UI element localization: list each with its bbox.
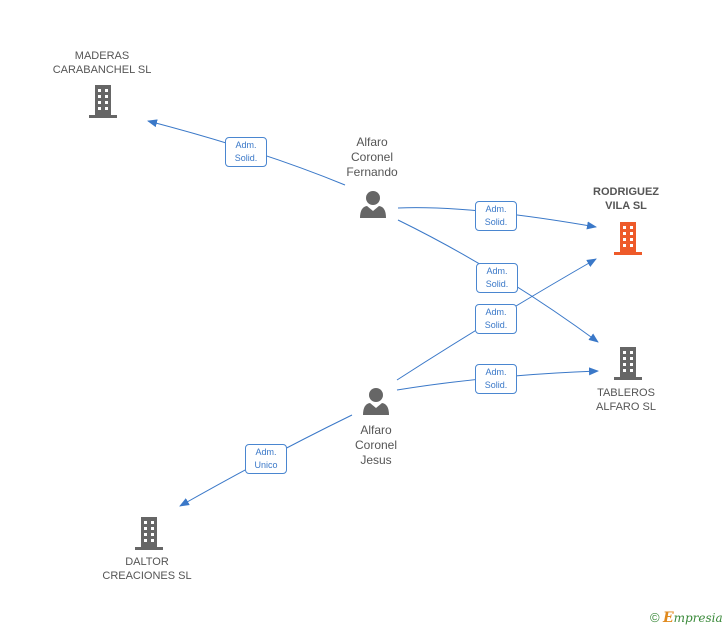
building-icon[interactable]	[87, 83, 119, 119]
building-icon[interactable]	[133, 515, 165, 551]
role-badge-fernando-maderas[interactable]: Adm. Solid.	[225, 137, 267, 167]
building-icon[interactable]	[612, 220, 644, 256]
person-icon[interactable]	[358, 189, 388, 219]
role-badge-jesus-daltor[interactable]: Adm. Unico	[245, 444, 287, 474]
building-icon[interactable]	[612, 345, 644, 381]
company-name-daltor[interactable]: DALTOR CREACIONES SL	[102, 556, 192, 582]
role-badge-fernando-rodriguez[interactable]: Adm. Solid.	[475, 201, 517, 231]
copyright-symbol: ©	[650, 610, 660, 625]
person-name-jesus[interactable]: Alfaro Coronel Jesus	[354, 423, 398, 467]
person-name-fernando[interactable]: Alfaro Coronel Fernando	[346, 135, 398, 179]
role-badge-jesus-tableros[interactable]: Adm. Solid.	[475, 364, 517, 394]
brand-initial: E	[662, 610, 674, 626]
company-name-tableros[interactable]: TABLEROS ALFARO SL	[596, 387, 656, 413]
person-icon[interactable]	[361, 386, 391, 416]
brand-name: mpresia	[673, 611, 723, 625]
empresia-logo: © Empresia	[650, 610, 723, 626]
company-name-rodriguez[interactable]: RODRIGUEZ VILA SL	[593, 186, 659, 212]
role-badge-jesus-rodriguez[interactable]: Adm. Solid.	[475, 304, 517, 334]
role-badge-fernando-tableros[interactable]: Adm. Solid.	[476, 263, 518, 293]
company-name-maderas[interactable]: MADERAS CARABANCHEL SL	[52, 50, 152, 76]
